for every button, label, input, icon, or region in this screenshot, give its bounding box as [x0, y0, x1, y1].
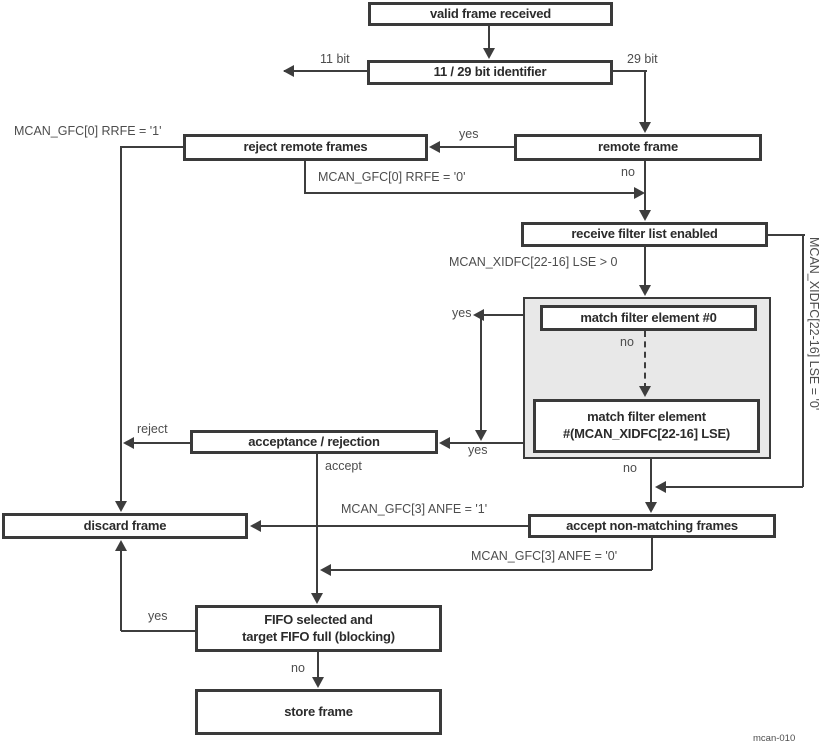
node-label-line2: target FIFO full (blocking) [242, 628, 395, 644]
edge-label-yes-fifo: yes [148, 609, 168, 623]
edge-label-anfe1: MCAN_GFC[3] ANFE = '1' [341, 502, 488, 516]
edge-label-no-fifo: no [291, 661, 305, 675]
edge-identifier-11bit [284, 70, 367, 72]
edge-label-yes-matchlse: yes [468, 443, 488, 457]
edge-label-no-matchlse: no [623, 461, 637, 475]
node-label-line2: #(MCAN_XIDFC[22-16] LSE) [562, 426, 731, 441]
arrowhead-left-icon [473, 309, 484, 321]
node-valid-frame-received: valid frame received [368, 2, 613, 26]
arrowhead-left-icon [283, 65, 294, 77]
edge-accept [316, 454, 318, 595]
arrowhead-left-icon [655, 481, 666, 493]
arrowhead-down-icon [645, 502, 657, 513]
edge-identifier-29bit-h [613, 70, 647, 72]
node-match-filter-element-0: match filter element #0 [540, 305, 757, 331]
edge-remote-no [644, 161, 646, 213]
arrowhead-down-icon [483, 48, 495, 59]
edge-label-yes-remote: yes [459, 127, 479, 141]
arrowhead-down-icon [639, 210, 651, 221]
node-label: reject remote frames [243, 139, 368, 155]
edge-identifier-29bit-v [644, 70, 646, 125]
edge-reject [132, 442, 190, 444]
node-label: valid frame received [429, 5, 552, 21]
edge-fifo-yes-v [120, 549, 122, 631]
edge-valid-to-identifier [488, 26, 490, 50]
edge-label-rrfe1: MCAN_GFC[0] RRFE = '1' [14, 124, 162, 138]
node-reject-remote-frames: reject remote frames [183, 134, 428, 161]
edge-label-anfe0: MCAN_GFC[3] ANFE = '0' [471, 549, 618, 563]
edge-lse0-bottom [666, 486, 803, 488]
arrowhead-up-icon [115, 540, 127, 551]
edge-rrfe0-v [304, 161, 306, 193]
edge-match0-yes-h [483, 314, 523, 316]
edge-lse0-top [768, 234, 805, 236]
edge-label-no-remote: no [621, 165, 635, 179]
edge-label-rrfe0: MCAN_GFC[0] RRFE = '0' [318, 170, 466, 184]
node-identifier: 11 / 29 bit identifier [367, 60, 613, 85]
arrowhead-down-icon [312, 677, 324, 688]
node-label: acceptance / rejection [248, 433, 380, 449]
figure-id-caption: mcan-010 [753, 733, 796, 744]
edge-matchlse-yes [450, 442, 523, 444]
edge-match0-yes-v [480, 314, 482, 430]
edge-remote-yes [440, 146, 514, 148]
edge-rrfe1-v [120, 146, 122, 503]
arrowhead-down-icon [115, 501, 127, 512]
node-label: match filter element #0 [580, 309, 717, 325]
arrowhead-left-icon [429, 141, 440, 153]
edge-label-yes-match0: yes [452, 306, 472, 320]
edge-match0-no-dashed [644, 331, 646, 389]
node-label: 11 / 29 bit identifier [433, 64, 547, 80]
arrowhead-down-icon [639, 285, 651, 296]
edge-anfe0-v [651, 538, 653, 570]
edge-fifo-yes-h [121, 630, 195, 632]
arrowhead-down-icon [639, 386, 651, 397]
edge-rrfe1-h [121, 146, 183, 148]
node-match-filter-element-lse: match filter element #(MCAN_XIDFC[22-16]… [533, 399, 760, 453]
edge-lse-gt0 [644, 247, 646, 288]
edge-fifo-no [317, 652, 319, 681]
node-store-frame: store frame [195, 689, 442, 735]
edge-matchlse-no [650, 459, 652, 504]
node-label: receive filter list enabled [571, 226, 718, 242]
edge-label-29bit: 29 bit [627, 52, 658, 66]
edge-label-no-match0: no [620, 335, 634, 349]
edge-anfe1 [261, 525, 528, 527]
node-label: discard frame [83, 517, 167, 533]
node-label-line1: FIFO selected and [264, 611, 373, 627]
arrowhead-down-icon [639, 122, 651, 133]
node-label: remote frame [598, 139, 678, 155]
node-label-line1: match filter element [587, 409, 706, 425]
edge-lse0-rail [802, 234, 804, 487]
node-label: store frame [284, 703, 353, 719]
arrowhead-left-icon [123, 437, 134, 449]
edge-label-11bit: 11 bit [320, 52, 350, 66]
edge-label-accept: accept [325, 459, 362, 473]
node-accept-non-matching-frames: accept non-matching frames [528, 514, 776, 538]
arrowhead-right-icon [634, 187, 645, 199]
edge-label-reject: reject [137, 422, 168, 436]
edge-label-lse-eq0: MCAN_XIDFC[22-16] LSE = '0' [806, 237, 821, 411]
edge-label-lse-gt0: MCAN_XIDFC[22-16] LSE > 0 [449, 255, 618, 269]
edge-rrfe0-h [304, 192, 634, 194]
node-discard-frame: discard frame [2, 513, 248, 539]
arrowhead-down-icon [475, 430, 487, 441]
node-remote-frame: remote frame [514, 134, 762, 161]
node-label: accept non-matching frames [566, 517, 738, 533]
node-acceptance-rejection: acceptance / rejection [190, 430, 438, 454]
node-receive-filter-list-enabled: receive filter list enabled [521, 222, 768, 247]
node-fifo-full-blocking: FIFO selected and target FIFO full (bloc… [195, 605, 442, 652]
arrowhead-left-icon [439, 437, 450, 449]
arrowhead-left-icon [320, 564, 331, 576]
edge-anfe0-h [330, 569, 652, 571]
arrowhead-left-icon [250, 520, 261, 532]
arrowhead-down-icon [311, 593, 323, 604]
